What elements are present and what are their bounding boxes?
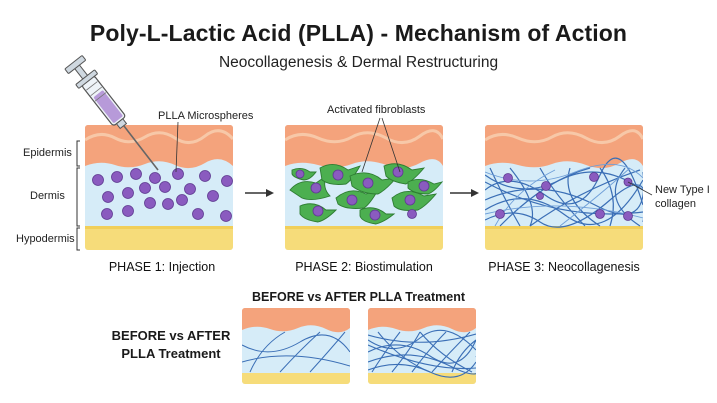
label-epidermis: Epidermis xyxy=(23,147,72,159)
label-dermis: Dermis xyxy=(30,190,65,202)
label-plla-microspheres: PLLA Microspheres xyxy=(158,110,254,122)
microspheres-phase-3 xyxy=(495,172,633,221)
label-activated-fibroblasts: Activated fibroblasts xyxy=(327,104,426,116)
microspheres-leader xyxy=(175,121,179,173)
page-title: Poly-L-Lactic Acid (PLLA) - Mechanism of… xyxy=(89,20,628,46)
microspheres-phase-1 xyxy=(92,168,233,222)
phase-3-label: PHASE 3: Neocollagenesis xyxy=(488,260,640,274)
phase-1-label: PHASE 1: Injection xyxy=(108,260,216,274)
after-skin-panel xyxy=(368,308,476,384)
comparison-side-line2: PLLA Treatment xyxy=(121,346,221,361)
arrow-right-icon xyxy=(245,189,274,197)
syringe-icon xyxy=(64,55,159,171)
label-new-collagen-line1: New Type I xyxy=(655,184,710,196)
layer-brackets xyxy=(76,140,80,251)
fibroblasts-leader xyxy=(361,117,401,173)
before-skin-panel xyxy=(242,308,350,384)
arrow-right-icon xyxy=(450,189,479,197)
microspheres-phase-2 xyxy=(295,166,430,221)
comparison-side-label: BEFORE vs AFTER PLLA Treatment xyxy=(104,327,238,363)
phase-2-label: PHASE 2: Biostimulation xyxy=(295,260,433,274)
page-subtitle: Neocollagenesis & Dermal Restructuring xyxy=(218,54,499,71)
comparison-side-line1: BEFORE vs AFTER xyxy=(111,328,231,343)
phase-3-skin-panel xyxy=(485,125,643,250)
collagen-leader xyxy=(627,181,653,196)
label-new-collagen-line2: collagen xyxy=(655,198,696,210)
label-hypodermis: Hypodermis xyxy=(16,233,75,245)
comparison-heading: BEFORE vs AFTER PLLA Treatment xyxy=(252,290,465,304)
phase-2-skin-panel xyxy=(285,125,443,250)
phase-1-skin-panel xyxy=(85,125,233,250)
